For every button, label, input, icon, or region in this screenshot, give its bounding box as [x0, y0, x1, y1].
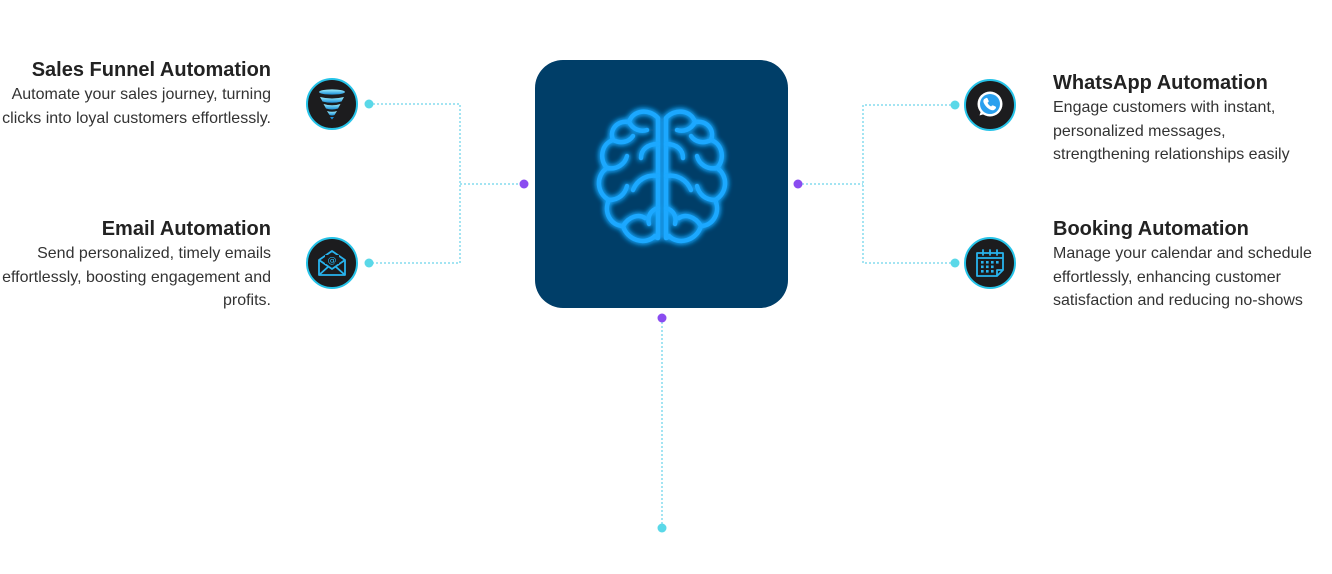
- svg-text:@: @: [328, 256, 337, 266]
- feature-booking: Booking Automation Manage your calendar …: [1053, 216, 1325, 313]
- dot-whatsapp: [950, 100, 960, 110]
- dot-bottom-end: [657, 523, 667, 533]
- feature-email: Email Automation Send personalized, time…: [1, 216, 271, 313]
- ai-hub: [535, 60, 788, 308]
- dot-hub-right: [793, 179, 803, 189]
- funnel-icon: [306, 78, 358, 130]
- dot-sales-funnel: [364, 99, 374, 109]
- feature-whatsapp: WhatsApp Automation Engage customers wit…: [1053, 70, 1315, 167]
- feature-title: Sales Funnel Automation: [31, 59, 271, 81]
- dot-booking: [950, 258, 960, 268]
- connector-sales-funnel: [369, 103, 461, 264]
- feature-title: Email Automation: [101, 218, 271, 240]
- feature-description: Manage your calendar and schedule effort…: [1053, 245, 1312, 309]
- dot-hub-bottom: [657, 313, 667, 323]
- feature-description: Automate your sales journey, turning cli…: [2, 86, 271, 127]
- feature-title: Booking Automation: [1053, 218, 1249, 240]
- dot-hub-left: [519, 179, 529, 189]
- connector-whatsapp: [862, 104, 955, 264]
- brain-icon: [596, 109, 727, 244]
- feature-sales-funnel: Sales Funnel Automation Automate your sa…: [1, 57, 271, 130]
- email-icon: @: [306, 237, 358, 289]
- whatsapp-icon: [964, 79, 1016, 131]
- feature-description: Send personalized, timely emails effortl…: [2, 245, 271, 309]
- feature-title: WhatsApp Automation: [1053, 72, 1268, 94]
- calendar-icon: [964, 237, 1016, 289]
- dot-email: [364, 258, 374, 268]
- feature-description: Engage customers with instant, personali…: [1053, 99, 1290, 163]
